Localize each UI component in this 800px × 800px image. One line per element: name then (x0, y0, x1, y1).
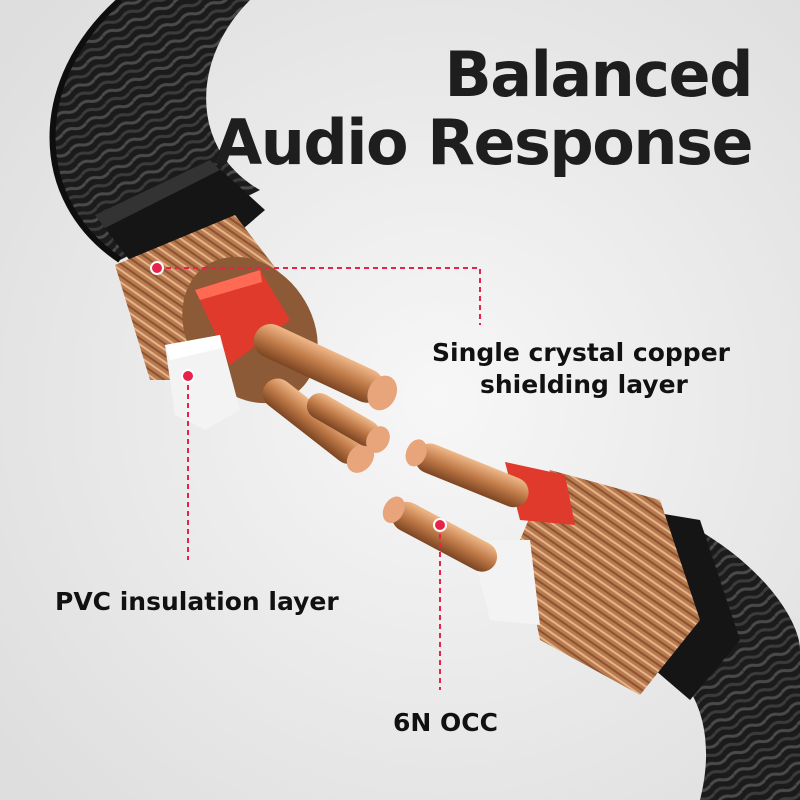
left-white-insulation (165, 335, 240, 430)
callout-conductor: 6N OCC (393, 708, 498, 737)
callout-shielding-line-1: Single crystal copper (432, 338, 730, 367)
right-red-insulation (505, 462, 575, 525)
headline-line-1: Balanced (444, 38, 753, 111)
callout-leader-insulation (181, 369, 195, 560)
callout-leader-conductor (433, 518, 447, 690)
callout-shielding-line-2: shielding layer (480, 370, 688, 399)
callout-leader-shielding (150, 261, 481, 325)
headline-line-2: Audio Response (214, 106, 753, 179)
callout-insulation: PVC insulation layer (55, 587, 339, 616)
left-red-insulation (195, 270, 290, 365)
left-copper-strands (253, 323, 398, 473)
right-copper-strands (382, 439, 529, 572)
right-copper-shield (520, 470, 700, 695)
